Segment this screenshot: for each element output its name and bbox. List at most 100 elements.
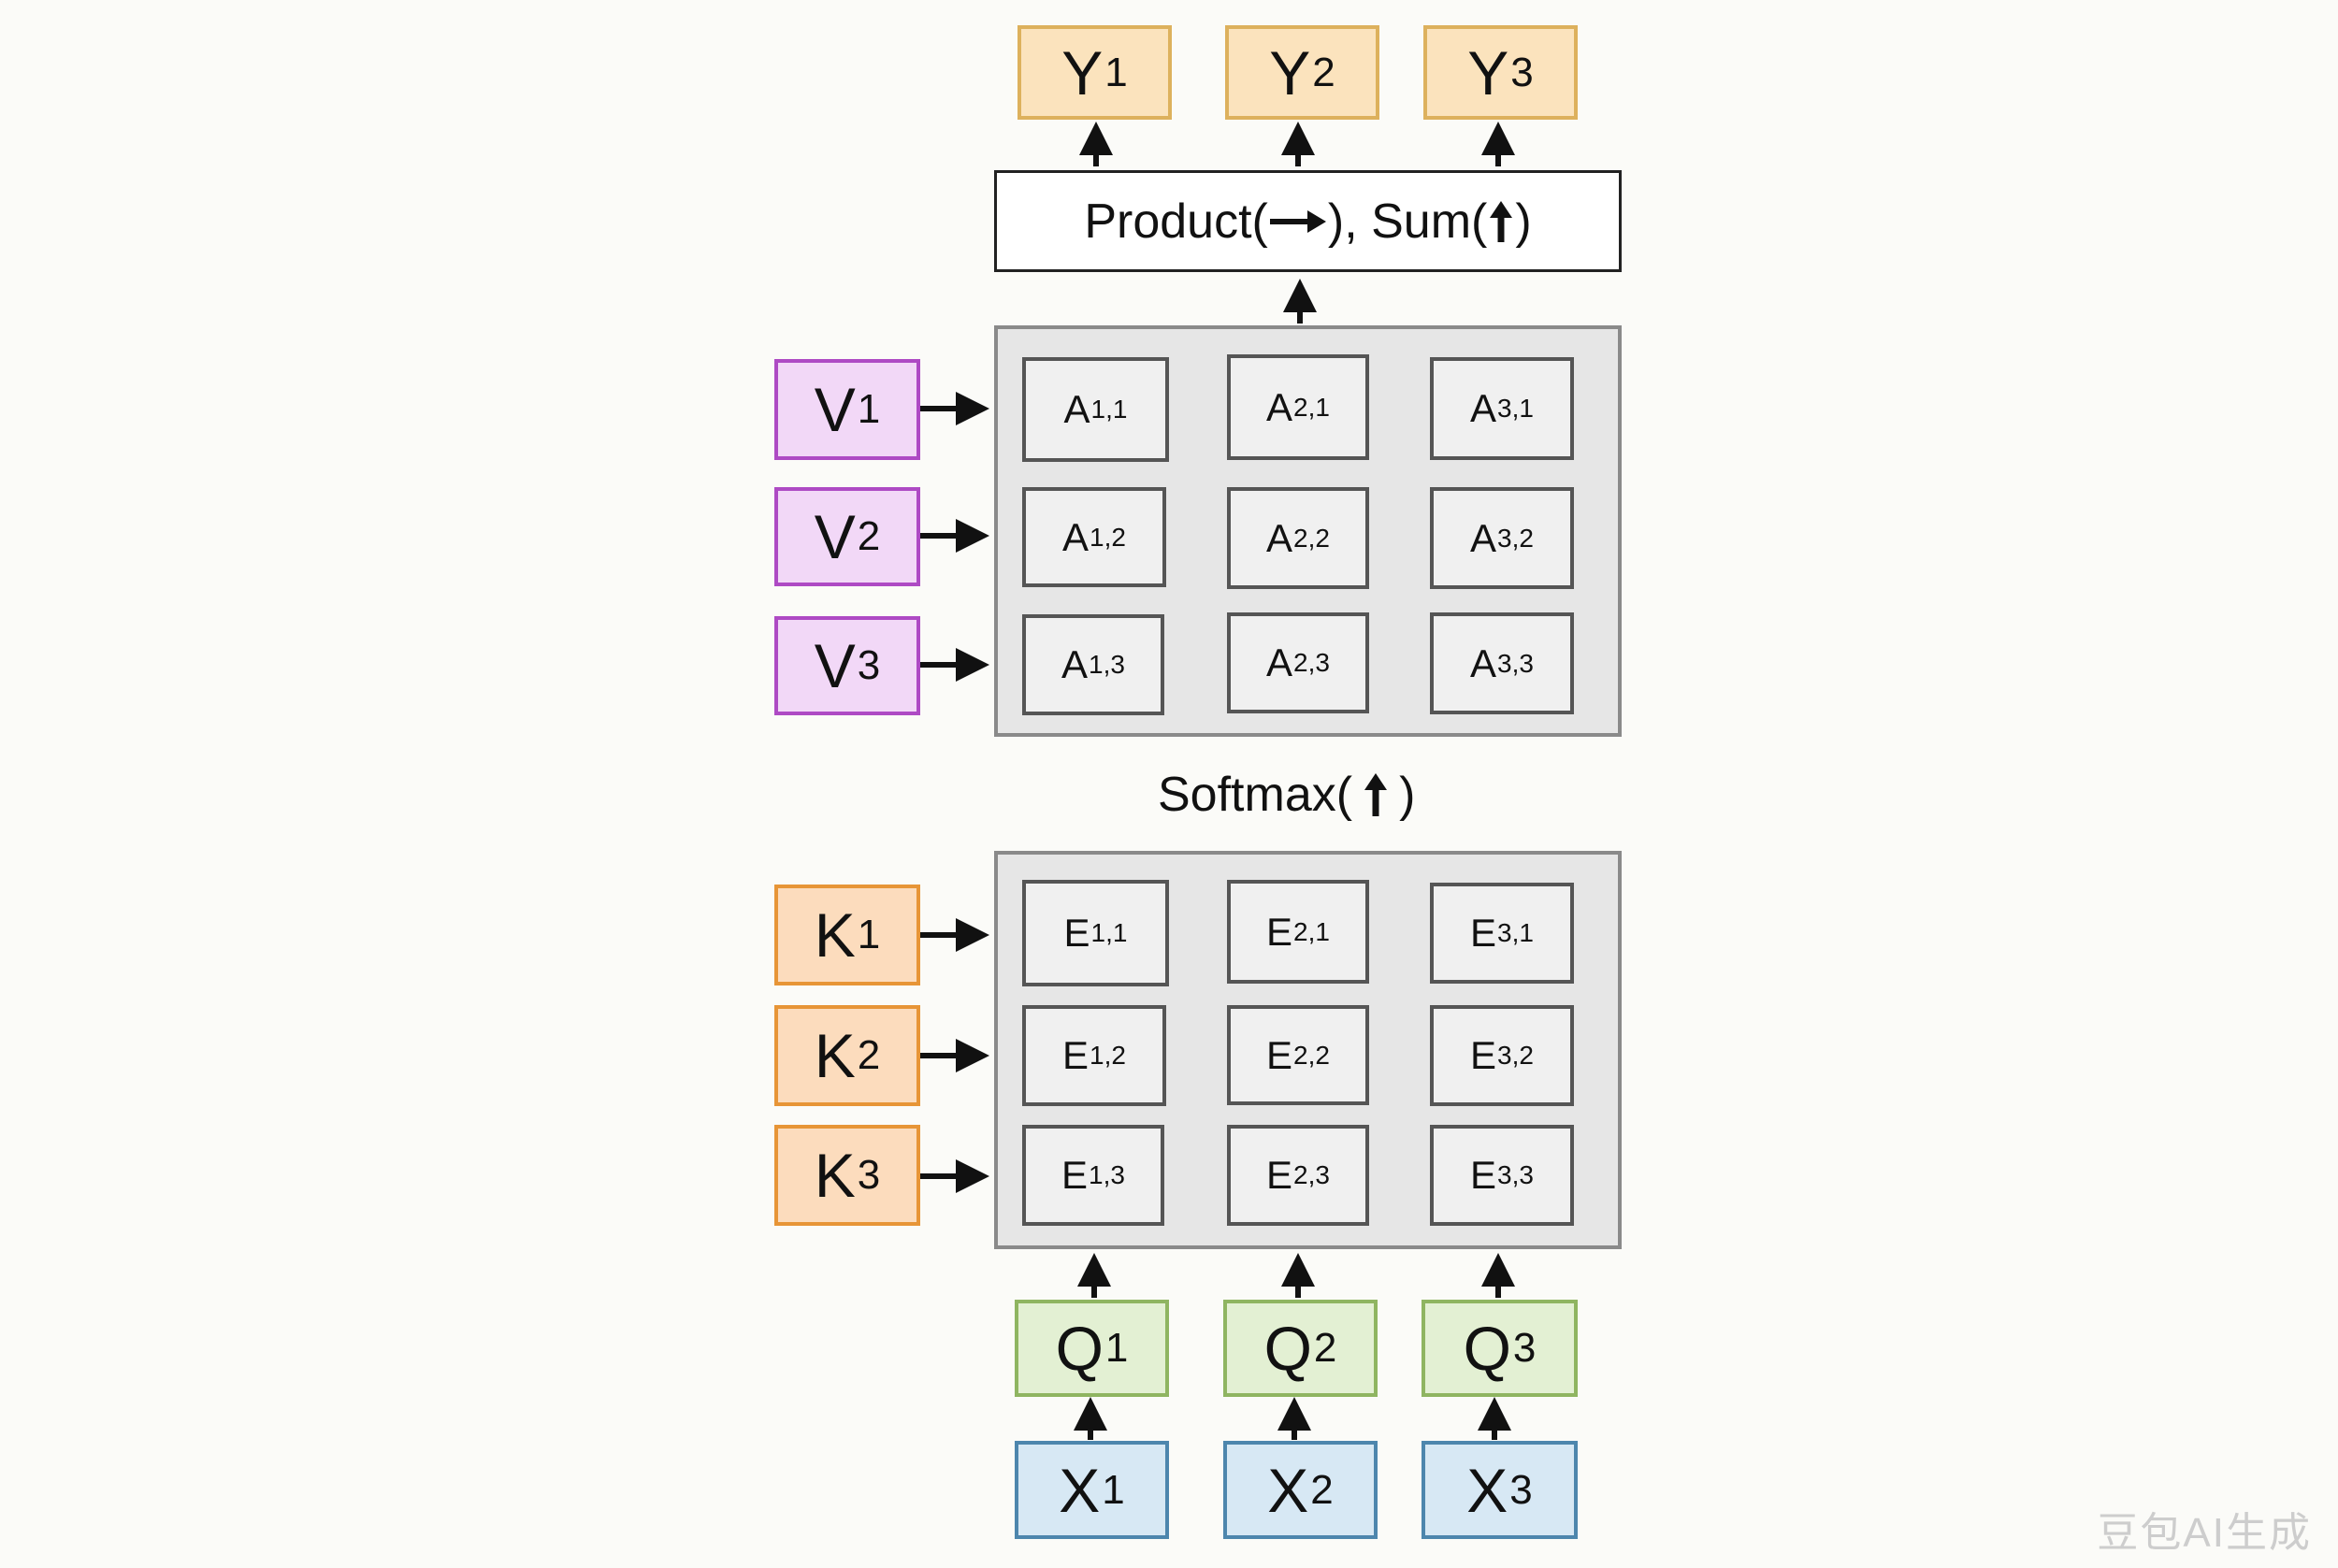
input-subscript: 3 [1509, 1466, 1533, 1513]
softmax-label: Softmax( ) [1158, 762, 1415, 827]
output-subscript: 2 [1312, 49, 1335, 95]
output-letter: Y [1061, 37, 1104, 108]
product-label: Product( [1084, 194, 1268, 249]
cell-letter: A [1062, 514, 1090, 559]
cell-subscript: 1,3 [1089, 1160, 1125, 1189]
key-subscript: 2 [857, 1032, 881, 1078]
cell-subscript: 2,1 [1293, 392, 1330, 422]
query-subscript: 3 [1512, 1325, 1537, 1371]
cell-letter: E [1062, 1033, 1090, 1077]
cell-letter: E [1470, 911, 1497, 955]
cell-letter: A [1470, 515, 1497, 560]
sum-label: ), Sum( [1327, 194, 1488, 249]
query-letter: Q [1463, 1314, 1511, 1383]
cell-subscript: 1,2 [1090, 1041, 1126, 1070]
softmax-text: Softmax( [1158, 768, 1353, 822]
cell-letter: E [1266, 909, 1293, 954]
watermark: 豆包AI生成 [2097, 1510, 2312, 1556]
cell-subscript: 3,1 [1497, 918, 1534, 947]
cell-letter: E [1470, 1153, 1497, 1197]
query-letter: Q [1263, 1314, 1312, 1383]
value-subscript: 3 [857, 642, 881, 688]
key-subscript: 3 [857, 1152, 881, 1198]
output-letter: Y [1467, 37, 1509, 108]
cell-letter: E [1061, 1153, 1089, 1197]
cell-subscript: 3,1 [1497, 394, 1534, 423]
cell-subscript: 2,2 [1293, 1040, 1330, 1070]
cell-letter: A [1063, 387, 1090, 431]
input-subscript: 2 [1310, 1466, 1334, 1513]
value-subscript: 2 [857, 513, 881, 559]
cell-letter: A [1266, 384, 1293, 429]
query-subscript: 2 [1313, 1325, 1337, 1371]
cell-subscript: 2,1 [1293, 916, 1330, 946]
key-letter: K [814, 1021, 856, 1090]
value-subscript: 1 [857, 386, 881, 432]
cell-letter: E [1266, 1153, 1293, 1197]
close-paren: ) [1515, 194, 1532, 249]
cell-subscript: 2,3 [1293, 1160, 1330, 1189]
arrow-up-icon [1362, 771, 1390, 818]
key-subscript: 1 [857, 912, 881, 957]
input-letter: X [1059, 1455, 1101, 1525]
cell-letter: A [1266, 515, 1293, 560]
cell-subscript: 3,3 [1497, 1160, 1534, 1189]
query-letter: Q [1055, 1314, 1104, 1383]
close-paren: ) [1399, 768, 1416, 822]
cell-letter: A [1470, 640, 1497, 685]
arrow-right-icon [1268, 208, 1328, 236]
cell-letter: E [1470, 1033, 1497, 1077]
output-subscript: 1 [1104, 49, 1128, 95]
cell-letter: E [1063, 911, 1090, 955]
cell-letter: E [1266, 1032, 1293, 1077]
input-subscript: 1 [1102, 1466, 1125, 1513]
cell-subscript: 3,2 [1497, 1041, 1534, 1070]
cell-subscript: 2,3 [1293, 648, 1330, 677]
cell-subscript: 1,3 [1089, 650, 1125, 679]
key-letter: K [814, 1141, 856, 1210]
cell-subscript: 1,1 [1090, 395, 1128, 424]
cell-subscript: 2,2 [1293, 523, 1330, 553]
value-letter: V [814, 502, 856, 571]
cell-subscript: 1,1 [1090, 918, 1128, 947]
cell-subscript: 1,2 [1090, 522, 1126, 552]
input-letter: X [1466, 1455, 1508, 1525]
value-letter: V [814, 375, 856, 444]
cell-subscript: 3,3 [1497, 648, 1534, 678]
cell-letter: A [1266, 640, 1293, 684]
input-letter: X [1267, 1455, 1309, 1525]
